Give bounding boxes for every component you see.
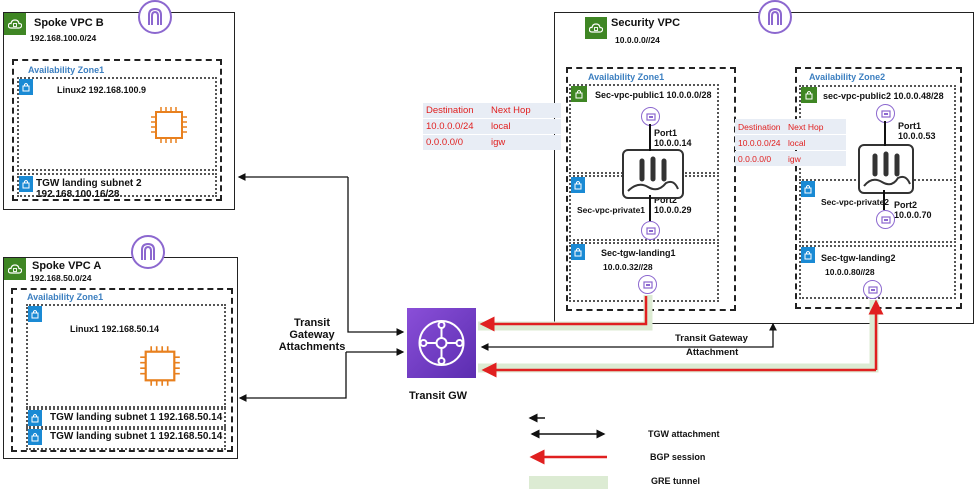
spoke-vpc-b: Spoke VPC B 192.168.100.0/24 Availabilit… [3, 12, 235, 210]
firewall-appliance-icon[interactable] [858, 144, 914, 194]
spoke-vpc-a: Spoke VPC A 192.168.50.0/24 Availability… [3, 257, 238, 459]
subnet-lock-icon [571, 244, 585, 260]
subnet-lock-icon [28, 429, 42, 445]
availability-zone: Availability Zone1 Linux2 192.168.100.9 … [12, 59, 222, 201]
internet-gateway-icon[interactable] [758, 0, 792, 34]
vpc-cloud-icon [4, 258, 26, 280]
subnet-label: Sec-vpc-private2 [821, 197, 890, 207]
vpc-title: Security VPC [611, 17, 681, 29]
az-label: Availability Zone1 [28, 65, 105, 75]
firewall-appliance-icon[interactable] [622, 149, 684, 199]
instance-subnet: Linux1 192.168.50.14 [26, 304, 226, 408]
tgw-subnet-label: TGW landing subnet 1 192.168.50.14 [50, 431, 223, 442]
az-label: Availability Zone2 [809, 72, 886, 82]
subnet-lock-icon [28, 410, 42, 426]
tgw-landing-subnet: Sec-tgw-landing2 10.0.0.80//28 [799, 245, 956, 299]
internet-gateway-icon[interactable] [131, 235, 165, 269]
subnet-lock-icon [571, 86, 587, 102]
tgw-landing-subnet: TGW landing subnet 1 192.168.50.14 [26, 426, 226, 450]
security-attachment-label-2: Attachment [686, 347, 739, 358]
subnet-lock-icon [28, 306, 42, 322]
instance-subnet: Linux2 192.168.100.9 [17, 77, 217, 171]
availability-zone: Availability Zone1 Linux1 192.168.50.14 … [11, 288, 233, 452]
network-interface-icon[interactable] [641, 221, 660, 240]
tgw-attachment-security [480, 322, 777, 351]
tgw-subnet-label: TGW landing subnet 2 192.168.100.16/28 [36, 178, 142, 200]
transit-gateway-label: Transit GW [409, 390, 468, 402]
port-links [649, 121, 886, 221]
bgp-session [479, 296, 884, 378]
vpc-cloud-icon [585, 17, 607, 39]
tgw-attachment-spokes [237, 173, 405, 402]
subnet-cidr: 10.0.0.80//28 [825, 267, 875, 277]
subnet-label: Sec-tgw-landing1 [601, 248, 676, 258]
instance-label: Linux2 192.168.100.9 [57, 85, 147, 95]
instance-label: Linux1 192.168.50.14 [70, 324, 160, 334]
subnet-lock-icon [801, 181, 815, 197]
subnet-label: sec-vpc-public2 10.0.0.48/28 [823, 91, 944, 101]
ec2-instance-icon[interactable] [149, 105, 189, 150]
vpc-cloud-icon [4, 13, 26, 35]
tgw-landing-subnet: TGW landing subnet 2 192.168.100.16/28 [17, 173, 217, 200]
vpc-title: Spoke VPC B [34, 17, 104, 29]
vpc-cidr: 10.0.0.0//24 [615, 35, 660, 45]
legend-marks [528, 413, 608, 489]
vpc-title: Spoke VPC A [32, 260, 102, 272]
network-interface-icon[interactable] [876, 104, 895, 123]
subnet-lock-icon [19, 79, 33, 95]
network-interface-icon[interactable] [638, 275, 657, 294]
internet-gateway-icon[interactable] [138, 0, 172, 34]
security-attachment-label-1: Transit Gateway [675, 333, 748, 344]
subnet-label: Sec-vpc-private1 [577, 205, 646, 215]
az-label: Availability Zone1 [27, 292, 104, 302]
subnet-label: Sec-tgw-landing2 [821, 253, 896, 263]
subnet-lock-icon [19, 176, 33, 192]
network-interface-icon[interactable] [863, 280, 882, 299]
az-label: Availability Zone1 [588, 72, 665, 82]
legend-tgw-attachment-label: TGW attachment [648, 429, 720, 439]
legend-gre-band [529, 476, 608, 489]
subnet-lock-icon [801, 247, 815, 263]
tgw-landing-subnet: TGW landing subnet 1 192.168.50.14 [26, 408, 226, 430]
subnet-lock-icon [571, 177, 585, 193]
legend-bgp-label: BGP session [650, 452, 706, 462]
gre-tunnel [478, 295, 879, 373]
subnet-lock-icon [801, 87, 817, 103]
transit-attachments-label: Transit Gateway Attachments [278, 317, 346, 353]
transit-gateway-icon[interactable] [407, 308, 476, 378]
network-interface-icon[interactable] [876, 210, 895, 229]
legend-gre-label: GRE tunnel [651, 476, 700, 486]
subnet-label: Sec-vpc-public1 10.0.0.0/28 [595, 90, 712, 100]
vpc-cidr: 192.168.100.0/24 [30, 33, 97, 43]
tgw-subnet-label: TGW landing subnet 1 192.168.50.14 [50, 412, 223, 423]
ec2-instance-icon[interactable] [138, 344, 182, 393]
subnet-cidr: 10.0.0.32//28 [603, 262, 653, 272]
vpc-cidr: 192.168.50.0/24 [30, 273, 92, 283]
